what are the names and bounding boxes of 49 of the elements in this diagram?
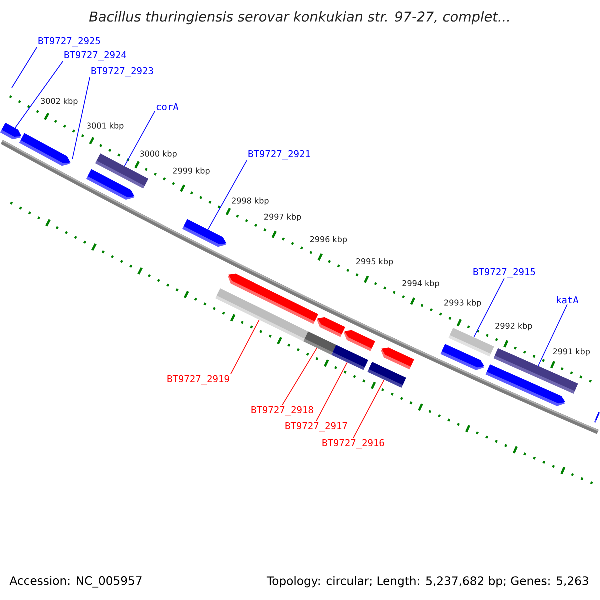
- title: Bacillus thuringiensis serovar konkukian str. 97-27, complet...: [89, 11, 510, 25]
- gene-label: BT9727_2918: [252, 406, 314, 416]
- gene-bar: [594, 412, 600, 423]
- leader-line: [72, 77, 90, 160]
- gene-label: BT9727_2915: [474, 268, 536, 278]
- leader-line: [208, 160, 248, 230]
- leader-line: [316, 362, 348, 422]
- scale-label: 2998 kbp: [232, 198, 269, 206]
- leader-line: [230, 320, 260, 375]
- scale-label: 2993 kbp: [444, 300, 482, 308]
- scale-label: 3002 kbp: [41, 98, 78, 106]
- scale-label: 2995 kbp: [356, 258, 394, 266]
- scale-label: 3000 kbp: [140, 150, 177, 158]
- gene-bar: [368, 362, 406, 388]
- gene-label: BT9727_2923: [92, 67, 154, 77]
- gene-bar: [448, 328, 494, 357]
- gene-bar: [332, 345, 368, 370]
- gene-bar: [381, 348, 414, 370]
- gene-bar: [344, 330, 376, 352]
- gene-bar: [304, 332, 336, 356]
- scale-label: 2992 kbp: [496, 322, 532, 331]
- scale-label: 3001 kbp: [87, 122, 124, 130]
- gene-label: BT9727_2916: [322, 439, 384, 449]
- leader-line: [14, 61, 64, 129]
- scale-label: 2991 kbp: [553, 348, 590, 356]
- scale-label: 2994 kbp: [402, 280, 440, 288]
- gene-label: BT9727_2919: [168, 375, 230, 385]
- gene-label: BT9727_2925: [38, 37, 100, 47]
- leader-line: [282, 348, 318, 406]
- gene-bar: [317, 317, 346, 338]
- footer-text: Topology: circular; Length: 5,237,682 bp; Genes: 5,263: [266, 576, 588, 588]
- gene-label: BT9727_2921: [248, 150, 310, 160]
- gene-bar: [182, 219, 227, 248]
- gene-label: corA: [156, 103, 179, 111]
- scale-label: 2999 kbp: [173, 168, 210, 176]
- leader-line: [474, 278, 505, 338]
- scale-label: 2997 kbp: [264, 214, 302, 222]
- leader-line: [124, 111, 156, 167]
- leader-line: [12, 47, 38, 88]
- gene-label: BT9727_2924: [64, 51, 126, 61]
- gene-bar: [0, 123, 22, 140]
- gene-bar: [19, 133, 71, 166]
- footer-text: Accession: NC_005957: [10, 576, 142, 588]
- gene-bar: [228, 274, 318, 324]
- gene-label: BT9727_2917: [286, 422, 348, 432]
- leader-line: [538, 304, 568, 367]
- gene-label: katA: [557, 296, 579, 304]
- scale-label: 2996 kbp: [310, 236, 348, 244]
- leader-line: [353, 380, 385, 439]
